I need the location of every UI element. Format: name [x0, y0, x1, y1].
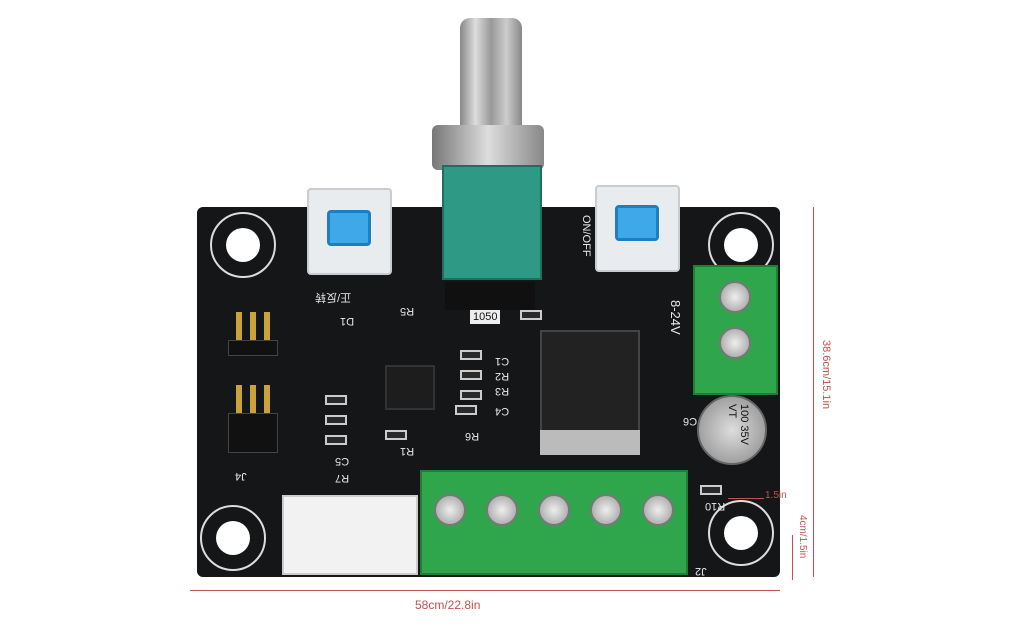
- silk-ref: C1: [495, 355, 510, 367]
- mounting-hole: [708, 500, 774, 566]
- jumper-cap: [228, 340, 278, 356]
- silk-ref: C4: [495, 405, 510, 417]
- jumper-header[interactable]: [228, 312, 278, 367]
- header-base: [228, 413, 278, 453]
- screw: [486, 494, 518, 526]
- smd-component: [460, 350, 482, 360]
- regulator-tab: [540, 430, 640, 455]
- white-connector[interactable]: [282, 495, 418, 575]
- pin: [236, 312, 242, 340]
- smd-component: [325, 415, 347, 425]
- direction-label: 正/反转: [315, 291, 352, 303]
- screw: [538, 494, 570, 526]
- on-off-label: ON/OFF: [580, 215, 592, 257]
- height-dimension-line: [813, 207, 814, 577]
- power-button[interactable]: [595, 185, 680, 272]
- mounting-hole: [210, 212, 276, 278]
- mounting-hole: [200, 505, 266, 571]
- capacitor-label: 100 35V VT: [726, 404, 750, 445]
- potentiometer-shaft[interactable]: [460, 18, 522, 128]
- ic-chip: [385, 365, 435, 410]
- power-terminal[interactable]: [693, 265, 778, 395]
- screw: [719, 327, 751, 359]
- inductor: [445, 282, 535, 310]
- potentiometer-body: [442, 165, 542, 280]
- silk-ref: R2: [495, 370, 510, 382]
- hole-size-label: 1.5in: [765, 490, 787, 501]
- width-label: 58cm/22.8in: [415, 598, 481, 612]
- silk-ref: C6: [683, 415, 698, 427]
- silk-ref: R6: [465, 430, 480, 442]
- silk-ref: R1: [400, 445, 415, 457]
- smd-component: [460, 370, 482, 380]
- direction-button[interactable]: [307, 188, 392, 275]
- height-label: 38.6cm/15.1in: [820, 340, 832, 410]
- silk-ref: J2: [695, 565, 707, 577]
- silk-ref: J4: [235, 470, 247, 482]
- silk-ref: C5: [335, 455, 350, 467]
- button-cap: [327, 210, 371, 246]
- hole-size-line: [728, 498, 764, 499]
- hole-offset-label: 4cm/1.5in: [797, 515, 808, 559]
- electrolytic-capacitor: 100 35V VT: [697, 395, 767, 465]
- silk-ref: R5: [400, 305, 415, 317]
- smd-component: [460, 390, 482, 400]
- smd-component: [700, 485, 722, 495]
- regulator-chip: [540, 330, 640, 435]
- silk-ref: D1: [340, 315, 355, 327]
- fuse-value: 1050: [470, 310, 501, 324]
- silk-ref: R7: [335, 472, 350, 484]
- potentiometer-nut: [432, 125, 544, 170]
- jumper-header[interactable]: [228, 385, 278, 455]
- screw: [434, 494, 466, 526]
- screw: [642, 494, 674, 526]
- pin: [250, 312, 256, 340]
- smd-component: [520, 310, 542, 320]
- width-dimension-line: [190, 590, 780, 591]
- smd-component: [325, 395, 347, 405]
- smd-component: [385, 430, 407, 440]
- voltage-label: 8-24V: [668, 300, 683, 335]
- pin: [250, 385, 256, 413]
- screw: [719, 281, 751, 313]
- hole-offset-line: [792, 535, 793, 580]
- smd-component: [325, 435, 347, 445]
- smd-component: [455, 405, 477, 415]
- screw: [590, 494, 622, 526]
- signal-terminal-block[interactable]: [420, 470, 688, 575]
- pin: [264, 385, 270, 413]
- button-cap: [615, 205, 659, 241]
- pin: [236, 385, 242, 413]
- silk-ref: R10: [705, 500, 726, 512]
- pin: [264, 312, 270, 340]
- silk-ref: R3: [495, 385, 510, 397]
